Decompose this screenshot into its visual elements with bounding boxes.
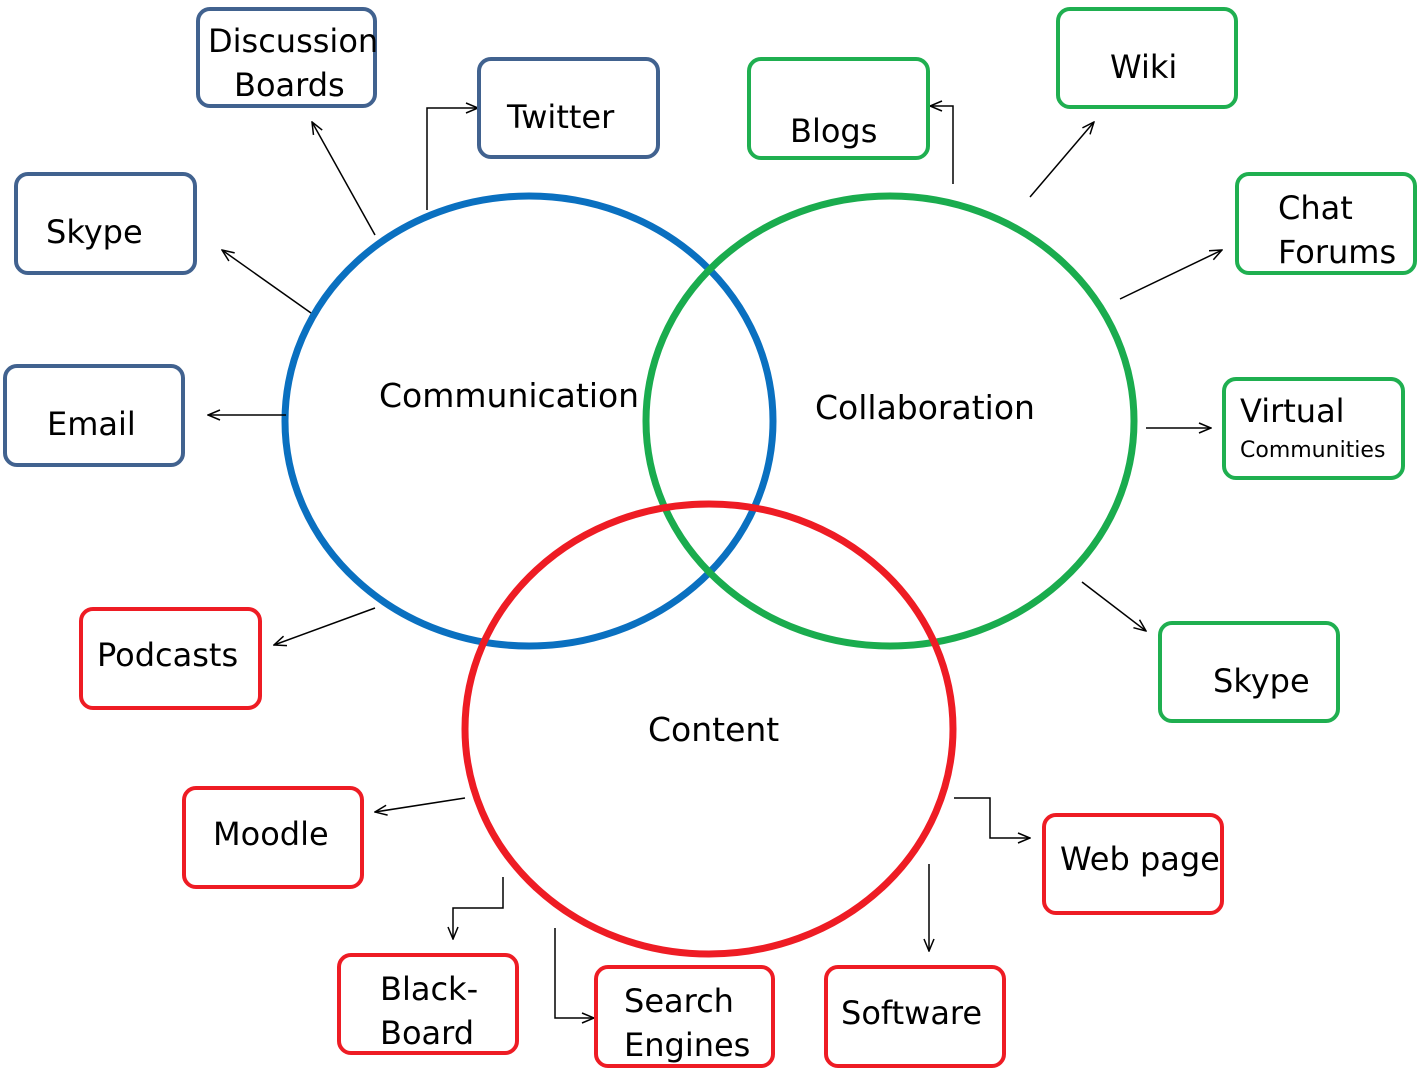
- black-board-line1: Black-: [380, 970, 479, 1008]
- web-page-box: Web page: [1042, 813, 1224, 915]
- blogs-box: Blogs: [747, 57, 930, 160]
- email-label: Email: [47, 405, 136, 443]
- communication-circle: [281, 192, 777, 650]
- arrow-to-skype-right: [1081, 581, 1146, 631]
- wiki-label: Wiki: [1110, 48, 1178, 86]
- search-engines-line2: Engines: [624, 1026, 751, 1064]
- virtual-communities-box: Virtual Communities: [1222, 377, 1405, 480]
- arrow-to-black-board: [453, 877, 504, 939]
- skype-right-box: Skype: [1158, 621, 1340, 723]
- collaboration-label: Collaboration: [815, 388, 1035, 427]
- discussion-boards-line2: Boards: [234, 66, 345, 104]
- collaboration-circle: [642, 192, 1138, 650]
- search-engines-line1: Search: [624, 982, 734, 1020]
- content-circle: [461, 500, 957, 958]
- arrow-to-skype-left: [222, 250, 312, 314]
- twitter-label: Twitter: [507, 98, 615, 136]
- content-label: Content: [648, 710, 780, 749]
- email-box: Email: [3, 364, 185, 467]
- communication-label: Communication: [379, 376, 640, 415]
- search-engines-box: Search Engines: [594, 965, 775, 1068]
- arrow-to-moodle: [375, 797, 466, 812]
- podcasts-box: Podcasts: [79, 607, 262, 710]
- arrow-to-wiki: [1029, 122, 1094, 198]
- black-board-box: Black- Board: [337, 953, 519, 1055]
- arrow-to-twitter: [426, 108, 478, 210]
- wiki-box: Wiki: [1056, 7, 1238, 109]
- arrow-to-search-engines: [554, 928, 594, 1018]
- moodle-label: Moodle: [213, 815, 329, 853]
- software-label: Software: [841, 994, 983, 1032]
- skype-left-label: Skype: [46, 213, 143, 251]
- blogs-label: Blogs: [790, 112, 878, 150]
- moodle-box: Moodle: [182, 786, 364, 889]
- discussion-boards-box: Discussion Boards: [196, 7, 379, 108]
- discussion-boards-line1: Discussion: [208, 22, 379, 60]
- chat-forums-line2: Forums: [1278, 233, 1397, 271]
- web-page-label: Web page: [1060, 840, 1220, 878]
- virtual-communities-line1: Virtual: [1240, 392, 1345, 430]
- black-board-line2: Board: [380, 1014, 475, 1052]
- arrow-to-podcasts: [274, 607, 376, 645]
- skype-right-label: Skype: [1213, 662, 1310, 700]
- chat-forums-box: Chat Forums: [1235, 172, 1417, 275]
- software-box: Software: [824, 965, 1006, 1068]
- podcasts-label: Podcasts: [97, 636, 239, 674]
- twitter-box: Twitter: [477, 57, 660, 159]
- arrow-to-chat-forums: [1119, 250, 1222, 300]
- chat-forums-line1: Chat: [1278, 189, 1353, 227]
- arrow-to-discussion-boards: [312, 122, 376, 236]
- skype-left-box: Skype: [14, 172, 197, 275]
- virtual-communities-line2: Communities: [1240, 438, 1386, 463]
- arrow-to-web-page: [954, 797, 1030, 838]
- arrow-to-blogs: [930, 106, 954, 184]
